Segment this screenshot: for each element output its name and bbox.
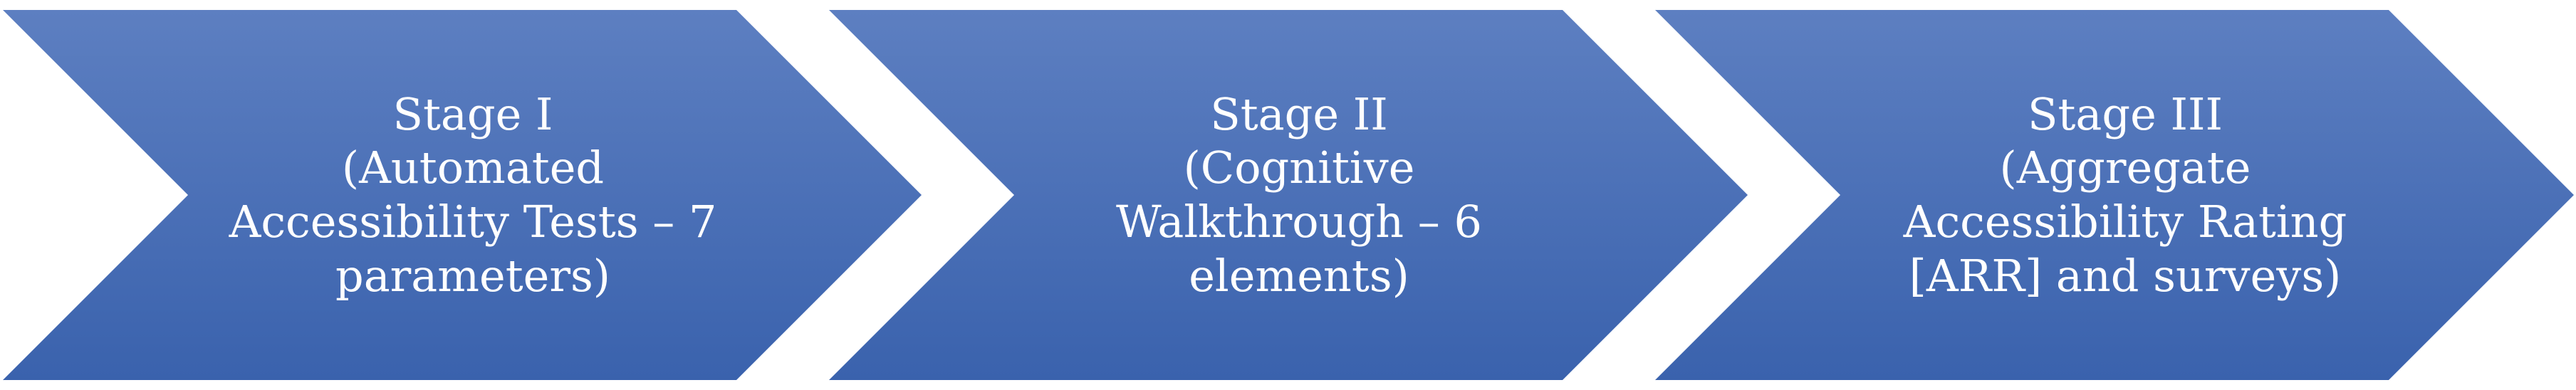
stage-1-line-3: parameters) — [335, 249, 610, 302]
stage-1-line-1: (Automated — [341, 142, 605, 194]
stage-3-chevron-shape — [1655, 10, 2574, 380]
stage-2-text: Stage II (Cognitive Walkthrough – 6 elem… — [1014, 10, 1584, 380]
stage-1-text: Stage I (Automated Accessibility Tests –… — [188, 10, 758, 380]
stage-2-chevron-shape — [829, 10, 1748, 380]
stage-3-line-3: [ARR] and surveys) — [1909, 249, 2342, 302]
stage-1-line-2: Accessibility Tests – 7 — [229, 196, 717, 248]
stage-2-chevron: Stage II (Cognitive Walkthrough – 6 elem… — [829, 10, 1748, 380]
stage-1-chevron: Stage I (Automated Accessibility Tests –… — [3, 10, 922, 380]
stage-3-chevron: Stage III (Aggregate Accessibility Ratin… — [1655, 10, 2574, 380]
stage-3-title: Stage III — [2028, 88, 2223, 140]
stage-2-line-3: elements) — [1189, 249, 1409, 302]
stage-3-line-1: (Aggregate — [1999, 142, 2251, 194]
stage-3-text: Stage III (Aggregate Accessibility Ratin… — [1826, 10, 2424, 380]
stage-2-title: Stage II — [1210, 88, 1388, 140]
stage-3-line-2: Accessibility Rating — [1903, 196, 2347, 248]
stage-1-title: Stage I — [392, 88, 553, 140]
stage-2-line-2: Walkthrough – 6 — [1116, 196, 1482, 248]
stage-2-line-1: (Cognitive — [1183, 142, 1415, 194]
stage-1-chevron-shape — [3, 10, 922, 380]
